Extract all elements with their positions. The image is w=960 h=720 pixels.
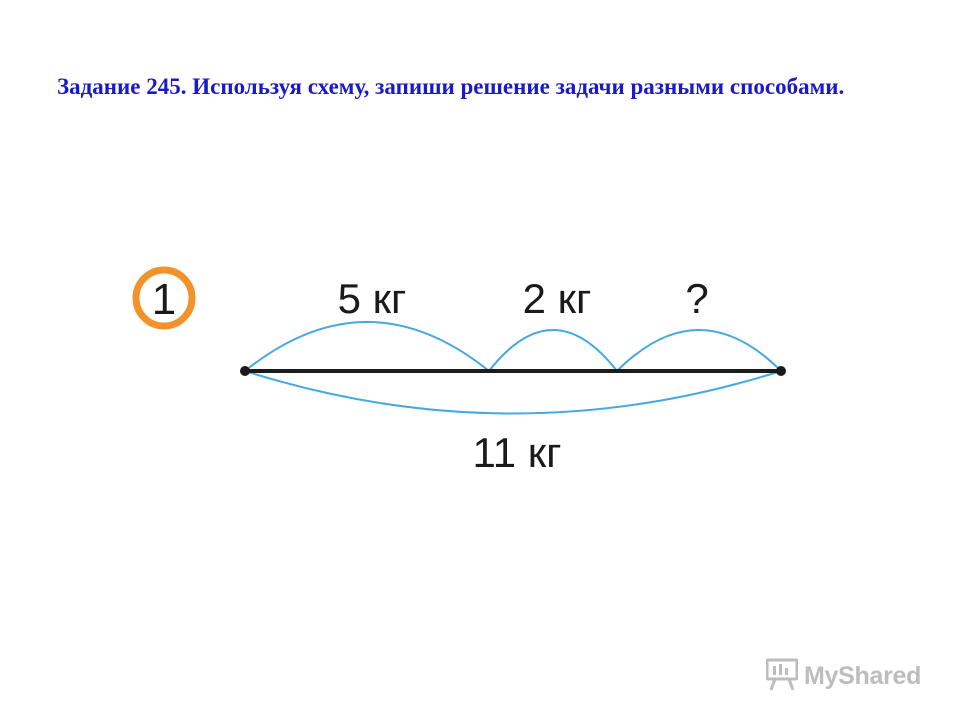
watermark: MyShared [765,656,922,696]
arc-part-1 [244,321,490,372]
arc-part-3 [616,329,782,372]
problem-number: 1 [152,275,176,324]
arc-total [244,370,782,415]
total-label: 11 кг [473,429,562,476]
segment-start-point [240,366,250,376]
arc-part-2 [488,329,618,372]
number-circle [132,266,196,330]
problem-number-badge: 1 [132,266,196,330]
part-3-label: ? [685,275,708,322]
part-2-label: 2 кг [523,275,592,322]
segment-end-point [776,366,786,376]
task-title: Задание 245. Используя схему, запиши реш… [57,74,845,99]
watermark-text: MyShared [804,661,922,690]
part-1-label: 5 кг [338,275,407,322]
presentation-board-icon [765,657,799,696]
